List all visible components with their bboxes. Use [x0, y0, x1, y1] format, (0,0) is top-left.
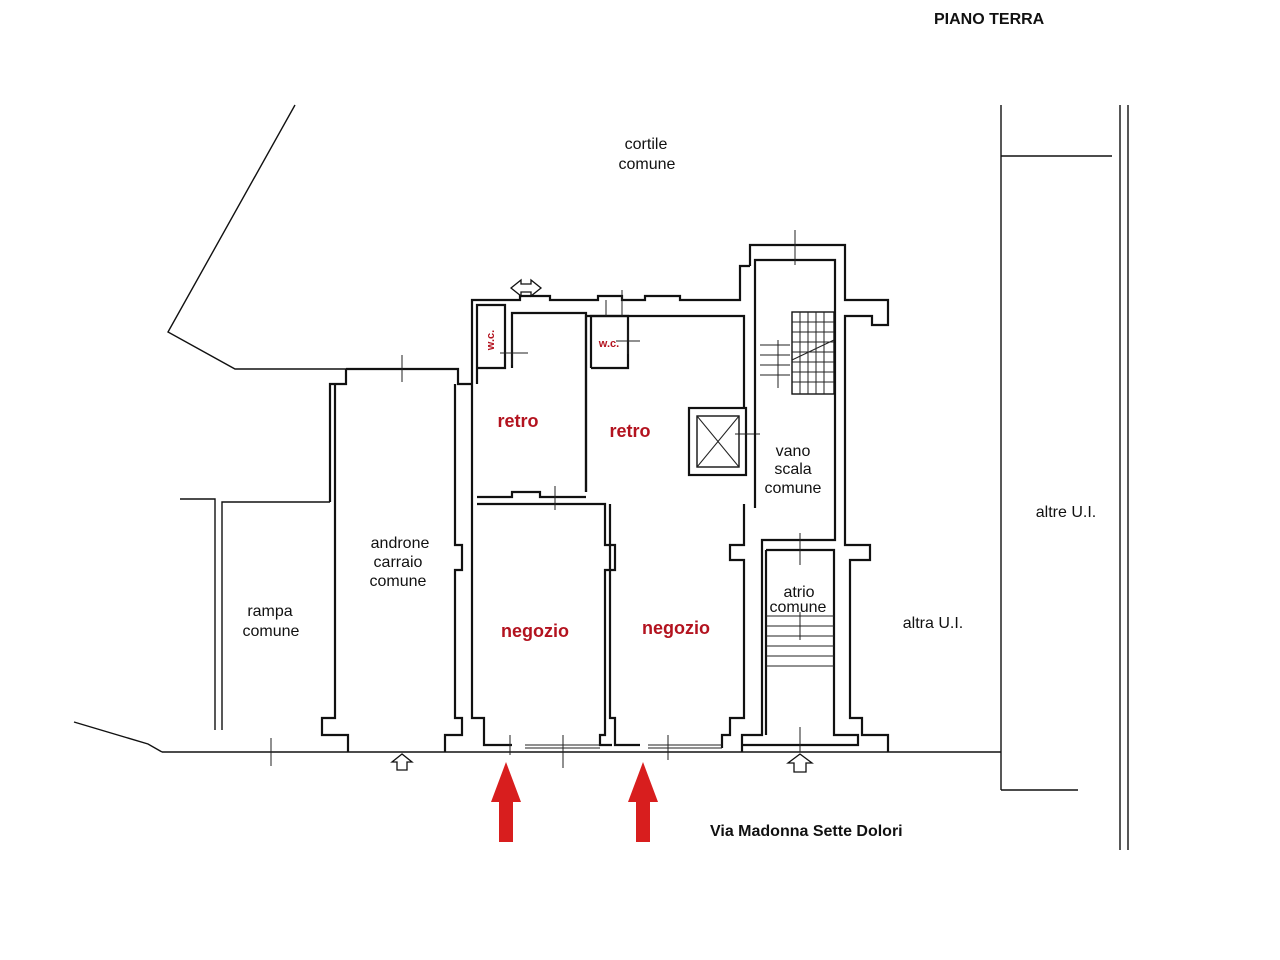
label-cortile: comune — [619, 156, 676, 173]
label-rampa: comune — [243, 623, 300, 640]
street-line — [73, 721, 1001, 753]
label-vano-scala: vano — [776, 443, 811, 460]
lower-stairs — [766, 612, 834, 667]
arrow-up-icon — [509, 278, 543, 298]
label-negozio-left: negozio — [501, 621, 569, 641]
rampa-walls — [180, 498, 330, 766]
stair-core-walls — [740, 230, 890, 752]
lift-shaft — [687, 406, 760, 477]
label-rampa: rampa — [247, 603, 292, 620]
label-negozio-right: negozio — [642, 618, 710, 638]
plan-title: PIANO TERRA — [934, 11, 1045, 28]
label-altre-ui: altre U.I. — [1036, 504, 1096, 521]
label-altra-ui: altra U.I. — [903, 615, 963, 632]
label-androne: comune — [370, 573, 427, 590]
right-boundary — [1000, 105, 1129, 850]
androne-walls — [320, 355, 472, 752]
label-retro-left: retro — [497, 411, 538, 431]
arrow-up-icon — [786, 753, 814, 773]
label-retro-right: retro — [609, 421, 650, 441]
label-atrio: atrio — [783, 584, 814, 601]
label-cortile: cortile — [625, 136, 668, 153]
label-wc-right: w.c. — [598, 338, 619, 350]
label-vano-scala: scala — [774, 461, 811, 478]
right-unit-walls — [584, 264, 750, 760]
courtyard-outline — [167, 104, 346, 370]
label-androne: androne — [371, 535, 430, 552]
red-arrow-up-icon — [628, 762, 658, 842]
label-wc-left: w.c. — [485, 330, 497, 351]
label-atrio: comune — [770, 599, 827, 616]
red-arrow-up-icon — [491, 762, 521, 842]
upper-stairs — [760, 311, 835, 395]
left-unit-walls — [470, 294, 617, 768]
label-vano-scala: comune — [765, 480, 822, 497]
arrow-up-icon — [390, 753, 414, 771]
street-name: Via Madonna Sette Dolori — [710, 823, 903, 840]
label-androne: carraio — [374, 554, 423, 571]
